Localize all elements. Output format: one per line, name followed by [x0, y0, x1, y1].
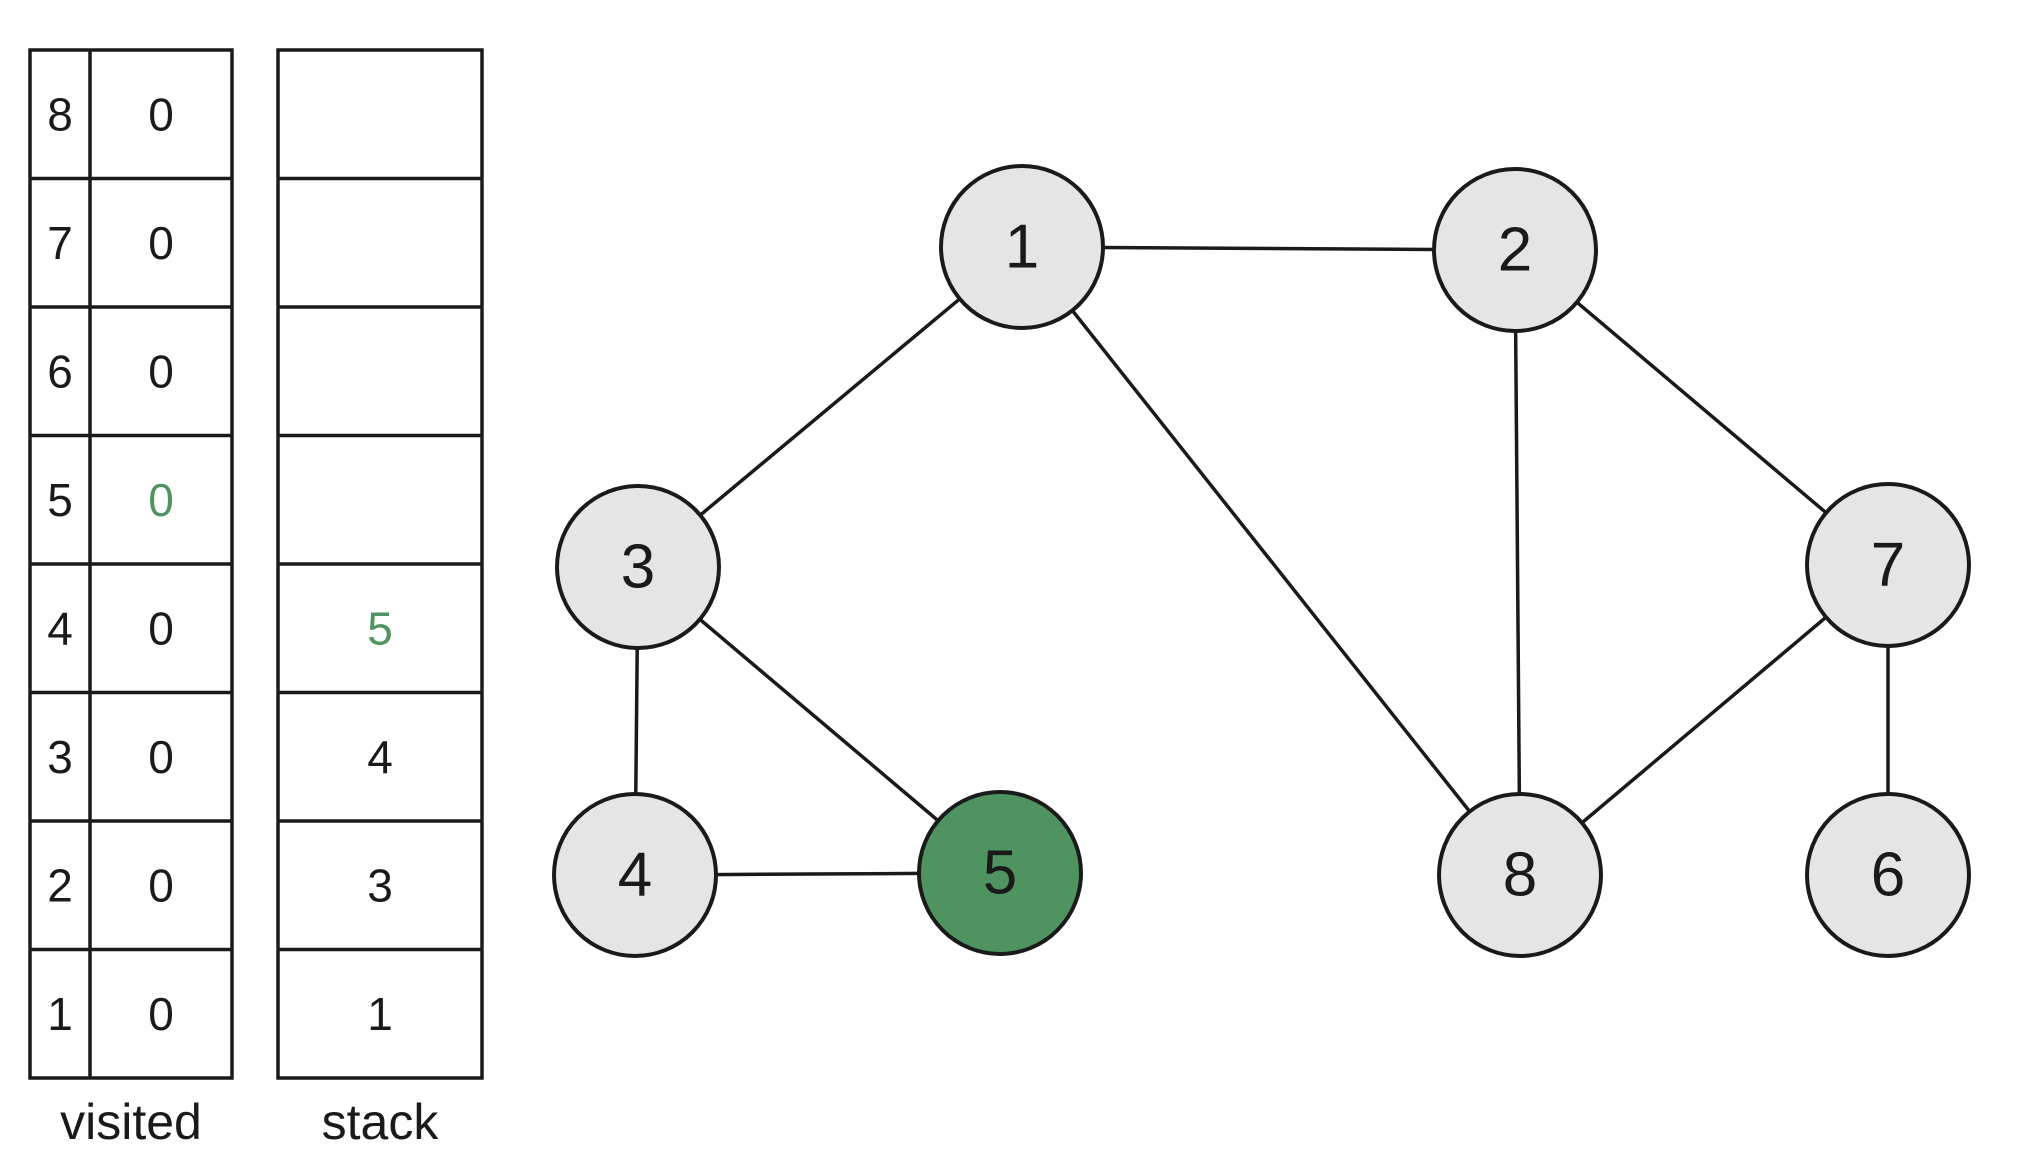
visited-index-cell: 1 — [47, 988, 73, 1040]
visited-index-cell: 6 — [47, 345, 73, 397]
node-label-3: 3 — [621, 533, 655, 602]
graph-edge-3-5 — [697, 616, 941, 824]
graph-edge-3-4 — [634, 645, 639, 797]
graph-edge-1-3 — [697, 296, 963, 518]
table-captions: visited stack — [60, 1094, 439, 1150]
node-label-8: 8 — [1503, 841, 1537, 910]
visited-index-cell: 5 — [47, 474, 73, 526]
node-label-4: 4 — [618, 841, 652, 910]
visited-index-cell: 8 — [47, 88, 73, 140]
visited-value-cell[interactable]: 0 — [148, 88, 174, 140]
graph-node-5[interactable]: 5 — [917, 790, 1083, 956]
stack-table: 5 4 3 1 — [276, 48, 484, 1080]
node-circle-3 — [555, 484, 721, 650]
node-circle-6 — [1805, 792, 1971, 958]
graph-node-1[interactable]: 1 — [939, 164, 1105, 330]
visited-index-cell: 3 — [47, 731, 73, 783]
graph-edge-4-5 — [713, 871, 922, 877]
node-label-7: 7 — [1871, 531, 1905, 600]
node-label-6: 6 — [1871, 841, 1905, 910]
visited-index-cell: 2 — [47, 859, 73, 911]
stack-value-cell[interactable]: 4 — [367, 731, 393, 783]
stack-table-caption: stack — [322, 1094, 440, 1150]
node-circle-8 — [1437, 792, 1603, 958]
visited-value-cell[interactable]: 0 — [148, 345, 174, 397]
node-label-5: 5 — [983, 839, 1017, 908]
visited-value-cell[interactable]: 0 — [148, 731, 174, 783]
node-circle-4 — [552, 792, 718, 958]
visited-value-cell[interactable]: 0 — [148, 602, 174, 654]
graph-node-6[interactable]: 6 — [1805, 792, 1971, 958]
visited-value-cell[interactable]: 0 — [148, 217, 174, 269]
graph-node-3[interactable]: 3 — [555, 484, 721, 650]
visited-value-cell[interactable]: 0 — [148, 859, 174, 911]
graph-node-2[interactable]: 2 — [1432, 167, 1598, 333]
visited-table-caption: visited — [60, 1094, 202, 1150]
graph-node-4[interactable]: 4 — [552, 792, 718, 958]
stack-value-cell[interactable]: 3 — [367, 859, 393, 911]
node-circle-2 — [1432, 167, 1598, 333]
node-label-1: 1 — [1005, 213, 1039, 282]
graph-nodes: 1 2 3 4 5 6 7 8 — [552, 164, 1971, 958]
node-circle-5 — [917, 790, 1083, 956]
stack-value-cell[interactable]: 5 — [367, 602, 393, 654]
graph-edge-2-7 — [1574, 299, 1829, 516]
visited-index-cell: 7 — [47, 217, 73, 269]
visited-index-cell: 4 — [47, 602, 73, 654]
node-label-2: 2 — [1498, 216, 1532, 285]
visited-value-cell[interactable]: 0 — [148, 474, 174, 526]
graph-edges — [634, 245, 1890, 877]
graph-edge-1-8 — [1069, 307, 1473, 815]
graph-edge-7-8 — [1579, 614, 1829, 826]
visited-table: 8 0 7 0 6 0 5 0 4 0 3 0 2 0 1 0 — [28, 48, 234, 1080]
graph-node-8[interactable]: 8 — [1437, 792, 1603, 958]
graph-edge-1-2 — [1100, 245, 1437, 252]
visited-value-cell[interactable]: 0 — [148, 988, 174, 1040]
node-circle-7 — [1805, 482, 1971, 648]
stack-value-cell[interactable]: 1 — [367, 988, 393, 1040]
graph-node-7[interactable]: 7 — [1805, 482, 1971, 648]
graph-edge-2-8 — [1513, 328, 1522, 797]
node-circle-1 — [939, 164, 1105, 330]
